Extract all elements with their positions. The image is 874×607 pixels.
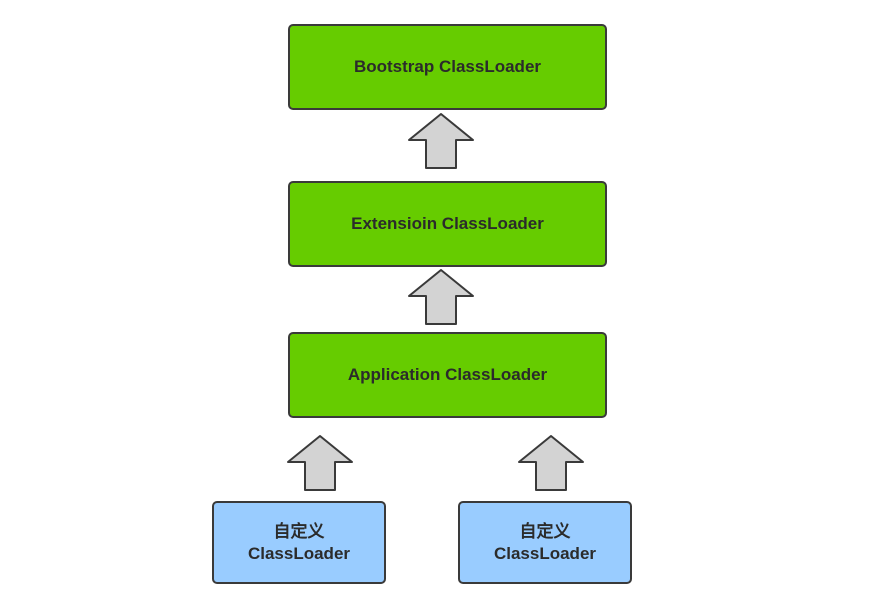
custom-classloader-node-right: 自定义 ClassLoader	[458, 501, 632, 584]
extension-classloader-node: Extensioin ClassLoader	[288, 181, 607, 267]
extension-classloader-label: Extensioin ClassLoader	[351, 214, 544, 233]
arrow-application-to-extension	[408, 269, 474, 325]
custom-classloader-right-line1: 自定义	[519, 521, 571, 541]
custom-classloader-right-line2: ClassLoader	[493, 543, 597, 563]
application-classloader-label: Application ClassLoader	[347, 365, 548, 384]
arrow-custom-left-to-application	[287, 435, 353, 491]
custom-classloader-left-line2: ClassLoader	[247, 543, 351, 563]
up-arrow-icon	[518, 435, 584, 491]
bootstrap-classloader-node: Bootstrap ClassLoader	[288, 24, 607, 110]
arrow-extension-to-bootstrap	[408, 113, 474, 169]
bootstrap-classloader-label: Bootstrap ClassLoader	[353, 57, 542, 76]
up-arrow-icon	[287, 435, 353, 491]
custom-classloader-left-line1: 自定义	[273, 521, 325, 541]
custom-classloader-node-left: 自定义 ClassLoader	[212, 501, 386, 584]
up-arrow-icon	[408, 269, 474, 325]
application-classloader-node: Application ClassLoader	[288, 332, 607, 418]
up-arrow-icon	[408, 113, 474, 169]
arrow-custom-right-to-application	[518, 435, 584, 491]
